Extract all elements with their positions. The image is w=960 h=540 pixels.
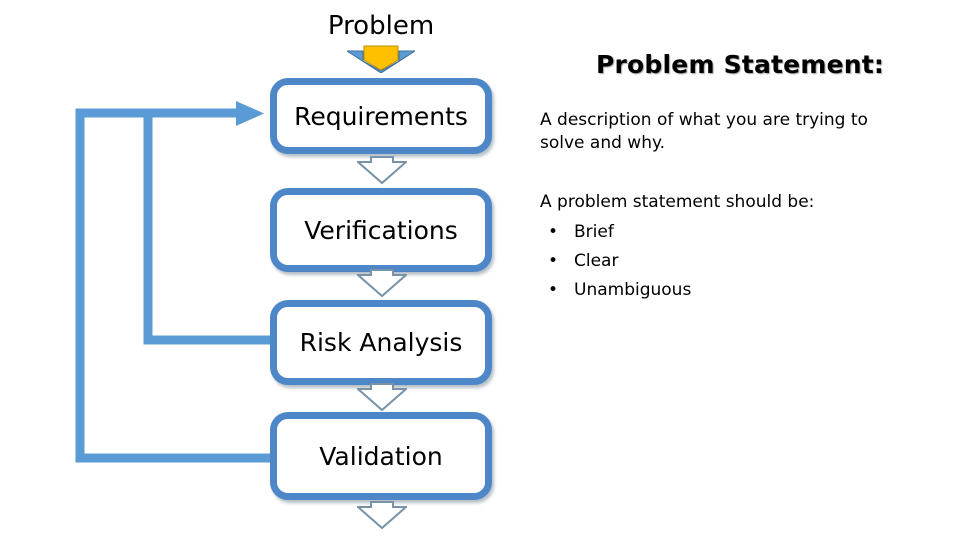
list-item: • Brief (540, 218, 940, 247)
list-item-label: Clear (574, 250, 619, 271)
bullet-icon: • (548, 221, 559, 242)
input-label: Problem (327, 11, 435, 41)
flow-box-verifications[interactable]: Verifications (270, 188, 492, 272)
info-criteria-list: • Brief • Clear • Unambiguous (540, 218, 940, 305)
flow-box-risk-analysis[interactable]: Risk Analysis (270, 300, 492, 385)
flow-box-label: Verifications (304, 215, 458, 245)
input-arrow-icon (347, 45, 415, 73)
list-item-label: Unambiguous (574, 279, 692, 300)
flow-box-validation[interactable]: Validation (270, 412, 492, 500)
flow-box-requirements[interactable]: Requirements (270, 78, 492, 154)
flow-box-label: Requirements (294, 101, 468, 131)
flow-box-label: Validation (319, 441, 443, 471)
down-arrow-icon-2 (357, 269, 407, 298)
list-item: • Unambiguous (540, 276, 940, 305)
down-arrow-icon-1 (357, 156, 407, 185)
down-arrow-icon-3 (357, 383, 407, 412)
flow-box-label: Risk Analysis (299, 328, 463, 357)
bullet-icon: • (548, 250, 559, 271)
list-item-label: Brief (574, 221, 614, 242)
info-panel: Problem Statement: A description of what… (540, 50, 940, 304)
down-arrow-icon-4 (357, 501, 407, 530)
info-criteria-title: A problem statement should be: (540, 191, 815, 212)
feedback-connectors (75, 101, 272, 463)
bullet-icon: • (548, 279, 559, 300)
info-description: A description of what you are trying to … (540, 110, 868, 153)
list-item: • Clear (540, 247, 940, 276)
info-heading: Problem Statement: (596, 50, 885, 79)
